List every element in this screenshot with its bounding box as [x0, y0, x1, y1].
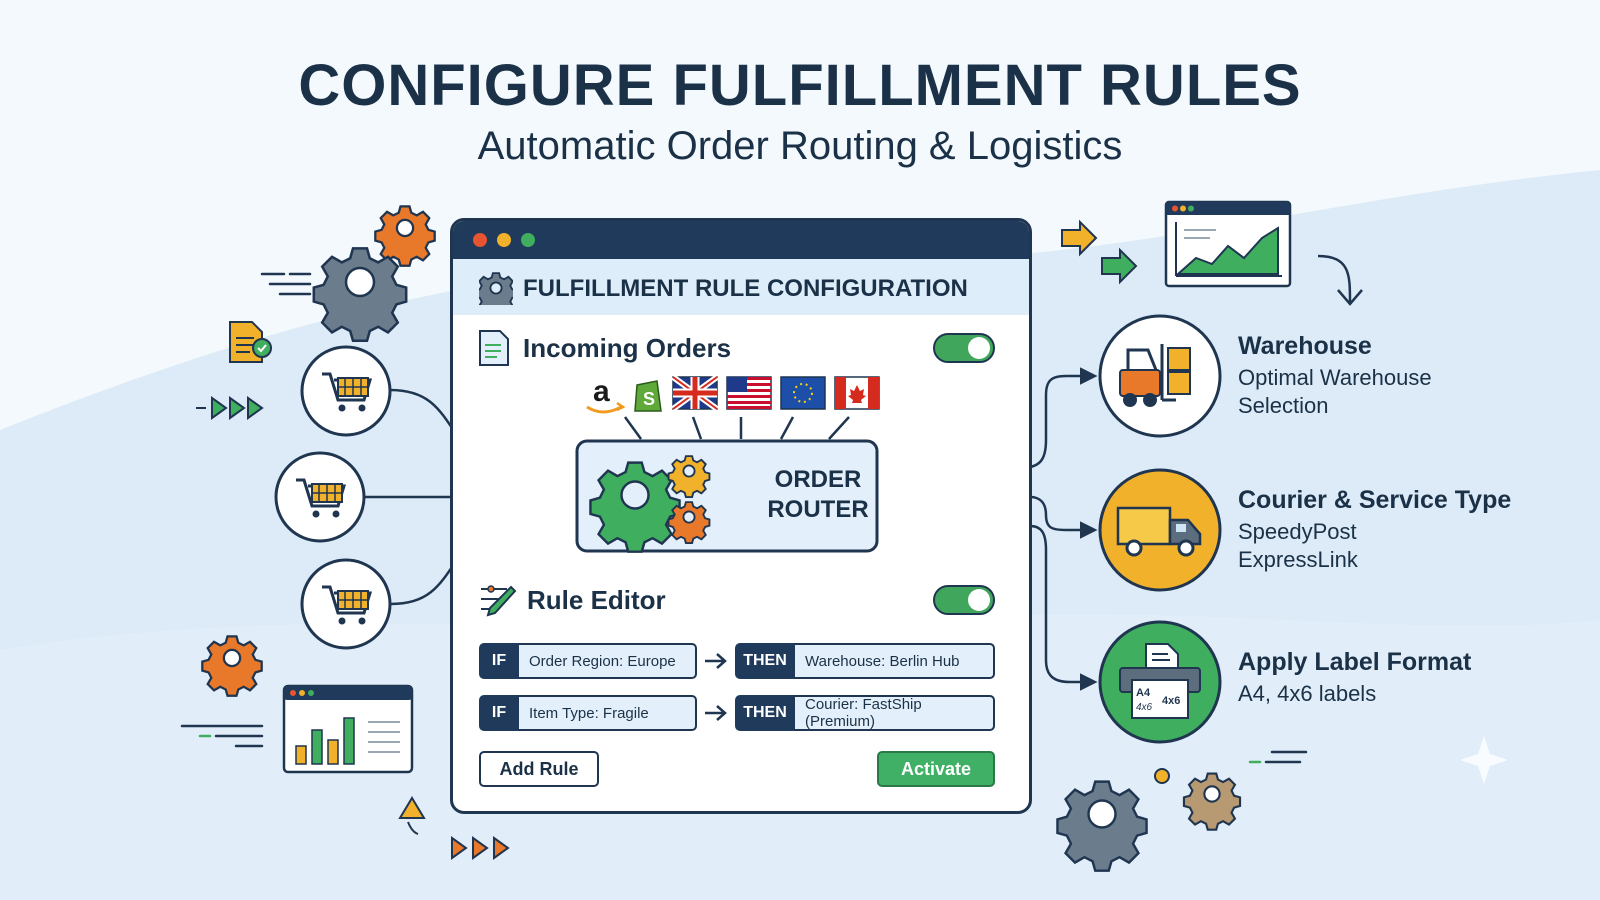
incoming-orders-title: Incoming Orders — [523, 333, 732, 363]
activate-button[interactable]: Activate — [877, 751, 995, 787]
router-line-1: ORDER — [774, 466, 862, 493]
warning-triangle-icon — [398, 796, 426, 835]
speed-lines-icon — [180, 724, 264, 748]
courier-title: Courier & Service Type — [1238, 486, 1512, 514]
forklift-icon — [1119, 344, 1191, 407]
gear-icon — [667, 455, 711, 498]
dot-decor — [1154, 768, 1170, 784]
if-tag: IF — [479, 695, 519, 731]
chart-window-icon — [1164, 200, 1292, 288]
window-header: FULFILLMENT RULE CONFIGURATION — [453, 259, 1029, 315]
gear-icon — [1056, 780, 1148, 872]
if-tag: IF — [479, 643, 519, 679]
rule-action-field[interactable]: Warehouse: Berlin Hub — [795, 643, 995, 679]
courier-line-1: SpeedyPost — [1238, 519, 1357, 544]
rule-condition-field[interactable]: Order Region: Europe — [519, 643, 697, 679]
rule-row[interactable]: THEN Courier: FastShip (Premium) — [735, 695, 995, 731]
pencil-settings-icon — [481, 585, 517, 617]
gear-icon — [1182, 772, 1242, 831]
document-check-icon — [229, 321, 272, 363]
fast-forward-icon — [451, 836, 510, 860]
sparkle-icon — [1460, 736, 1508, 784]
curved-arrow-icon — [1317, 254, 1352, 303]
rule-editor-title: Rule Editor — [527, 585, 666, 615]
chart-window-icon — [282, 684, 414, 774]
add-rule-button[interactable]: Add Rule — [479, 751, 599, 787]
page-subtitle: Automatic Order Routing & Logistics — [477, 124, 1123, 168]
toggle-knob — [968, 337, 990, 359]
maximize-dot[interactable] — [521, 233, 535, 247]
channel-icons: a S — [586, 374, 880, 440]
connector-line — [886, 524, 1098, 691]
warehouse-subtitle: Optimal Warehouse Selection — [1238, 364, 1432, 420]
svg-text:S: S — [643, 389, 655, 409]
gear-icon — [374, 205, 436, 267]
svg-text:a: a — [593, 375, 610, 408]
label-printer-icon: A4 4x6 4x6 — [1119, 643, 1201, 719]
label-format-title: Apply Label Format — [1238, 648, 1472, 676]
gear-icon — [312, 247, 408, 343]
speed-lines-icon — [1248, 750, 1308, 764]
warehouse-line-1: Optimal Warehouse — [1238, 365, 1432, 390]
document-icon — [479, 330, 509, 366]
rule-editor-toggle[interactable] — [933, 585, 995, 615]
label-size-text: 4x6 — [1162, 695, 1180, 707]
courier-line-2: ExpressLink — [1238, 547, 1358, 572]
close-dot[interactable] — [473, 233, 487, 247]
warehouse-line-2: Selection — [1238, 393, 1329, 418]
truck-icon — [1116, 506, 1202, 557]
page-title: CONFIGURE FULFILLMENT RULES — [298, 53, 1302, 118]
incoming-orders-toggle[interactable] — [933, 333, 995, 363]
toggle-knob — [968, 589, 990, 611]
speed-lines-icon — [260, 272, 312, 296]
rule-condition-field[interactable]: Item Type: Fragile — [519, 695, 697, 731]
label-format-subtitle: A4, 4x6 labels — [1238, 681, 1377, 706]
gear-icon — [201, 635, 263, 697]
gear-icon — [479, 272, 513, 305]
arrow-right-icon — [705, 653, 727, 669]
rule-action-field[interactable]: Courier: FastShip (Premium) — [795, 695, 995, 731]
minimize-dot[interactable] — [497, 233, 511, 247]
rule-row[interactable]: IF Item Type: Fragile — [479, 695, 697, 731]
shopify-icon: S — [634, 380, 662, 412]
warehouse-title: Warehouse — [1238, 332, 1372, 360]
router-line-2: ROUTER — [767, 496, 869, 523]
courier-subtitle: SpeedyPost ExpressLink — [1238, 518, 1358, 574]
then-tag: THEN — [735, 695, 795, 731]
then-tag: THEN — [735, 643, 795, 679]
window-titlebar — [453, 221, 1029, 259]
eu-flag — [780, 376, 826, 410]
gear-icon — [667, 501, 711, 544]
uk-flag — [671, 374, 719, 412]
label-size-text: 4x6 — [1136, 702, 1153, 713]
amazon-icon: a — [586, 375, 626, 414]
fast-forward-icon — [196, 396, 264, 420]
window-header-title: FULFILLMENT RULE CONFIGURATION — [523, 275, 968, 302]
gear-icon — [589, 461, 681, 553]
us-flag — [726, 376, 772, 410]
connector-line — [886, 495, 1098, 539]
rule-row[interactable]: THEN Warehouse: Berlin Hub — [735, 643, 995, 679]
order-router-label: ORDER ROUTER — [753, 465, 883, 525]
rule-row[interactable]: IF Order Region: Europe — [479, 643, 697, 679]
arrow-right-icon — [1061, 219, 1138, 285]
label-a4-text: A4 — [1136, 687, 1151, 699]
order-router-box — [575, 439, 879, 553]
canada-flag — [834, 376, 880, 410]
arrow-right-icon — [705, 705, 727, 721]
fulfillment-rule-window: FULFILLMENT RULE CONFIGURATION Incoming … — [450, 218, 1032, 814]
